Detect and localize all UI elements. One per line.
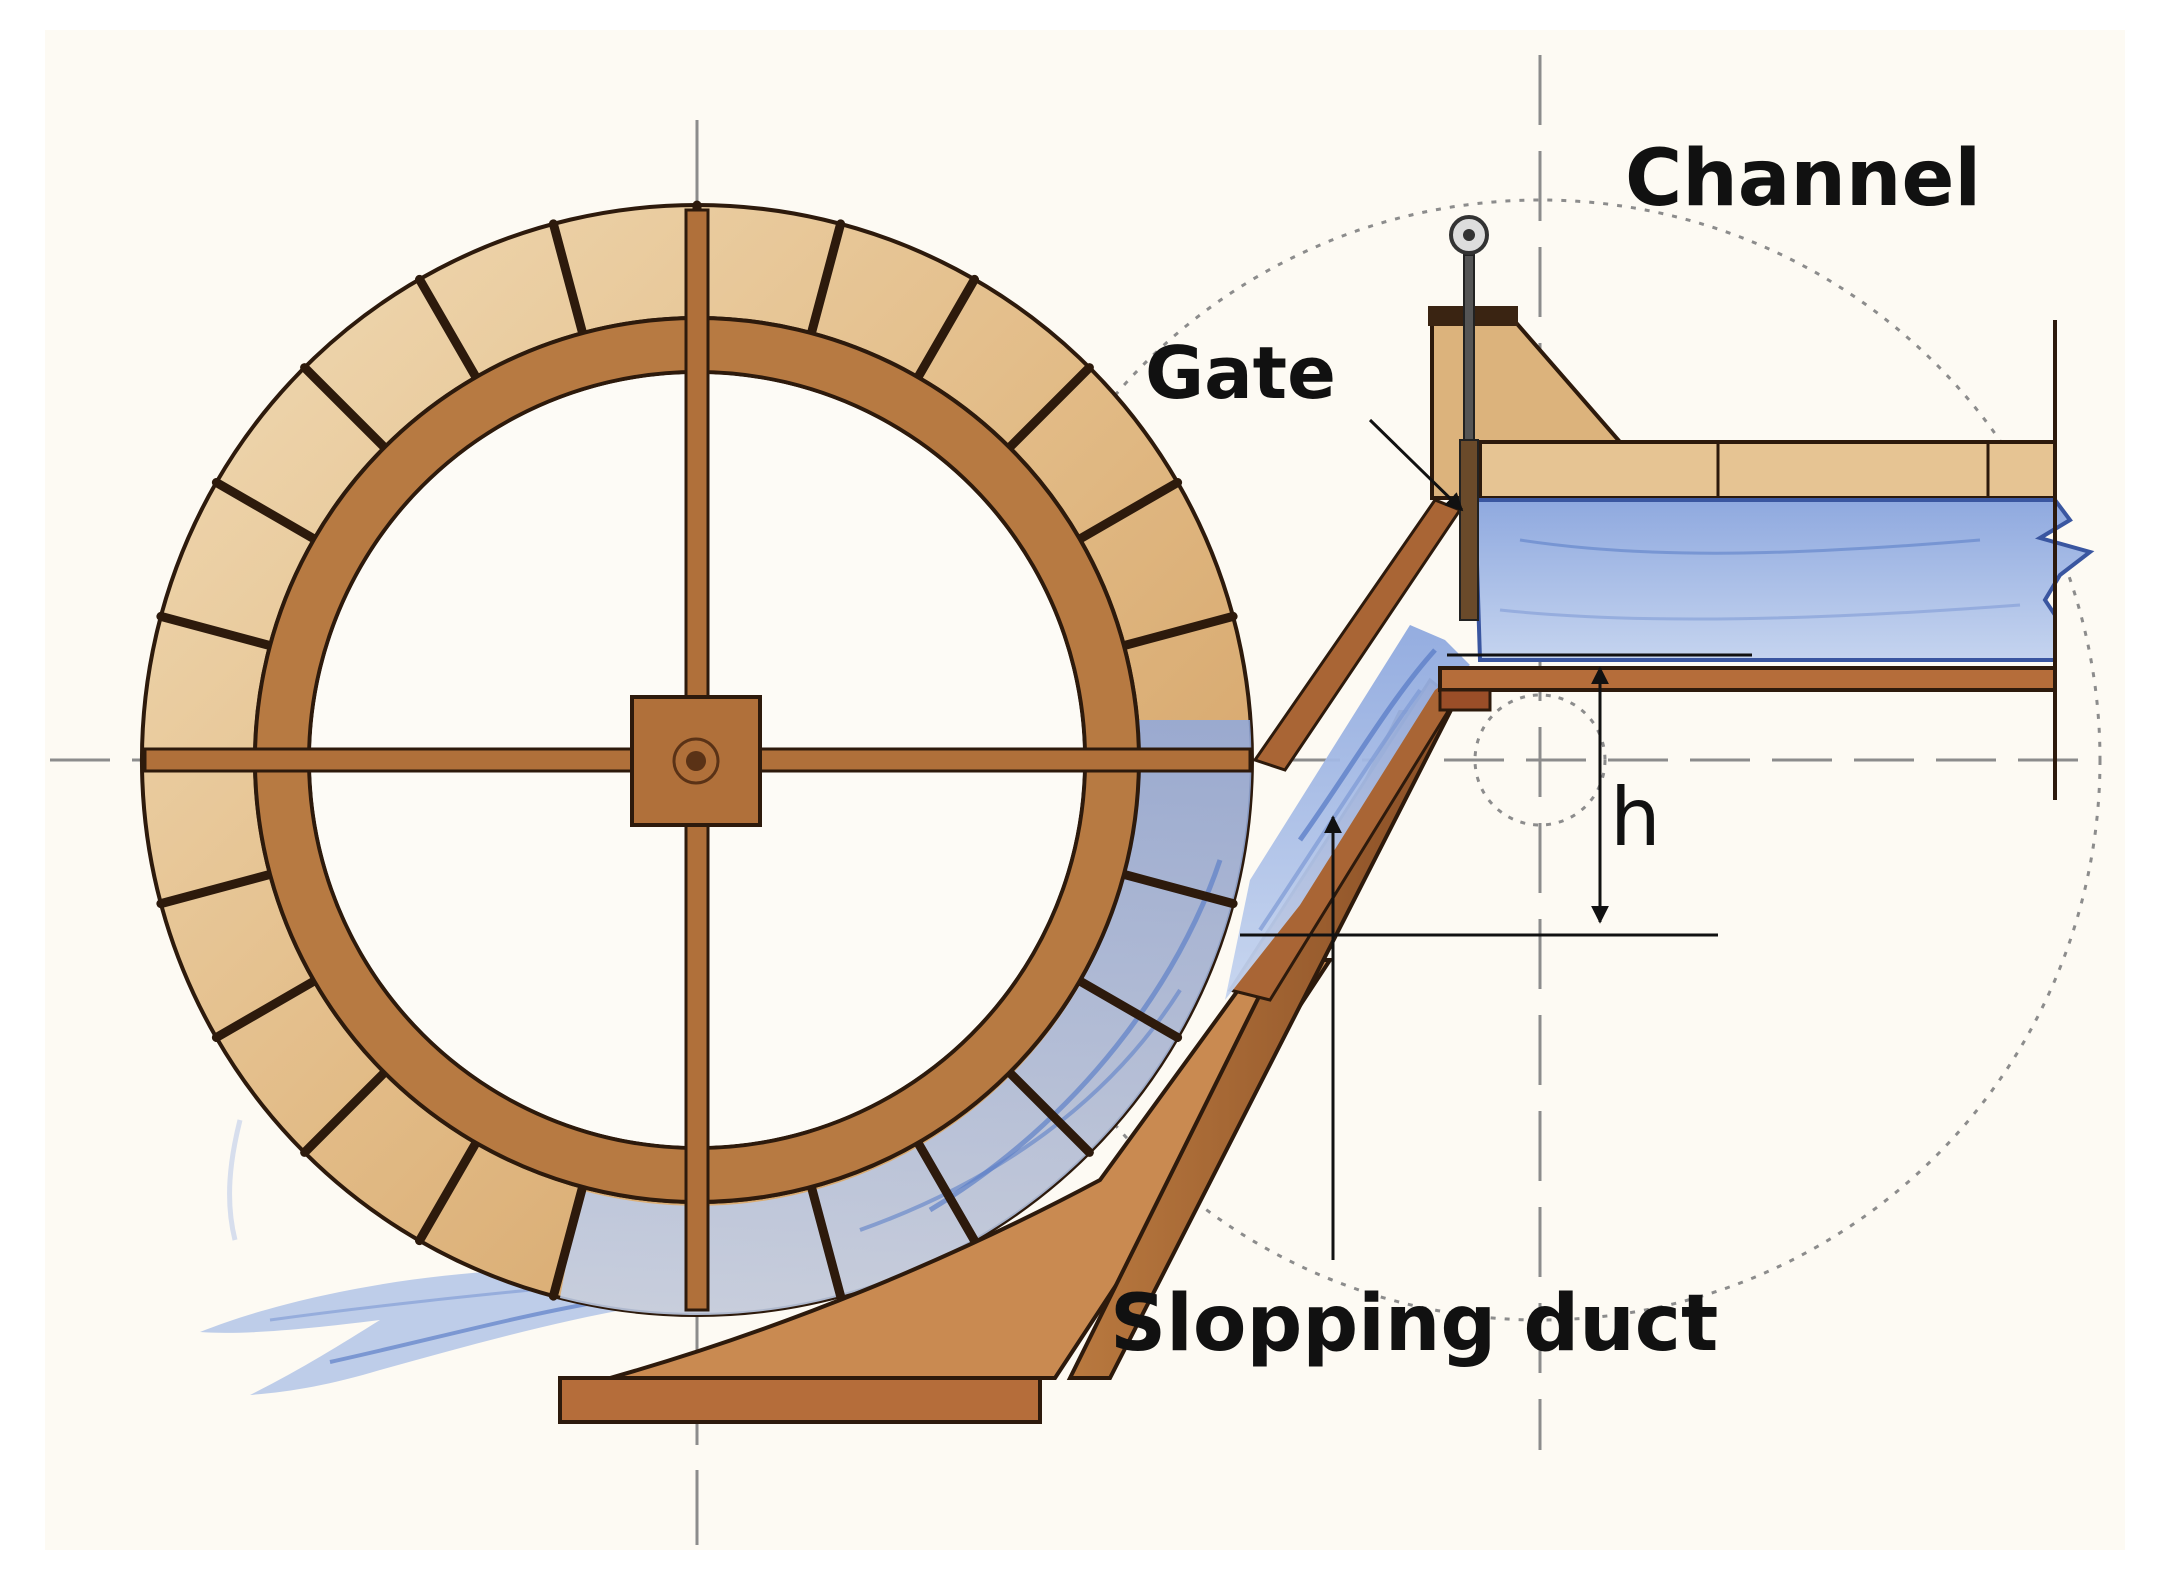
channel-water [1472, 498, 2095, 662]
gate-leader-line [1368, 418, 1464, 512]
waterwheel [140, 200, 1254, 1317]
head-label: h [1610, 771, 1661, 864]
gate-plate [1459, 439, 1479, 621]
wheel-bucket-dividers [156, 200, 1238, 1301]
wheel-hub [630, 695, 762, 827]
duct-water [1225, 625, 1470, 1000]
outflow-splash [200, 1270, 650, 1395]
gate-label: Gate [1145, 331, 1336, 415]
sloping-duct-label: Slopping duct [1110, 1279, 1718, 1369]
head-dimension [1240, 653, 1752, 937]
outer-guide-circle [978, 198, 2102, 1322]
sluice-gate [1449, 215, 1489, 621]
wheel-bucket-water [560, 720, 1252, 1316]
channel-label: Channel [1625, 134, 1981, 224]
leader-lines [1324, 418, 1464, 1260]
channel-top-beam [1478, 440, 2057, 500]
base-plank [558, 1376, 1042, 1424]
channel-floor-beam [1438, 666, 2057, 692]
channel [1428, 306, 2095, 800]
